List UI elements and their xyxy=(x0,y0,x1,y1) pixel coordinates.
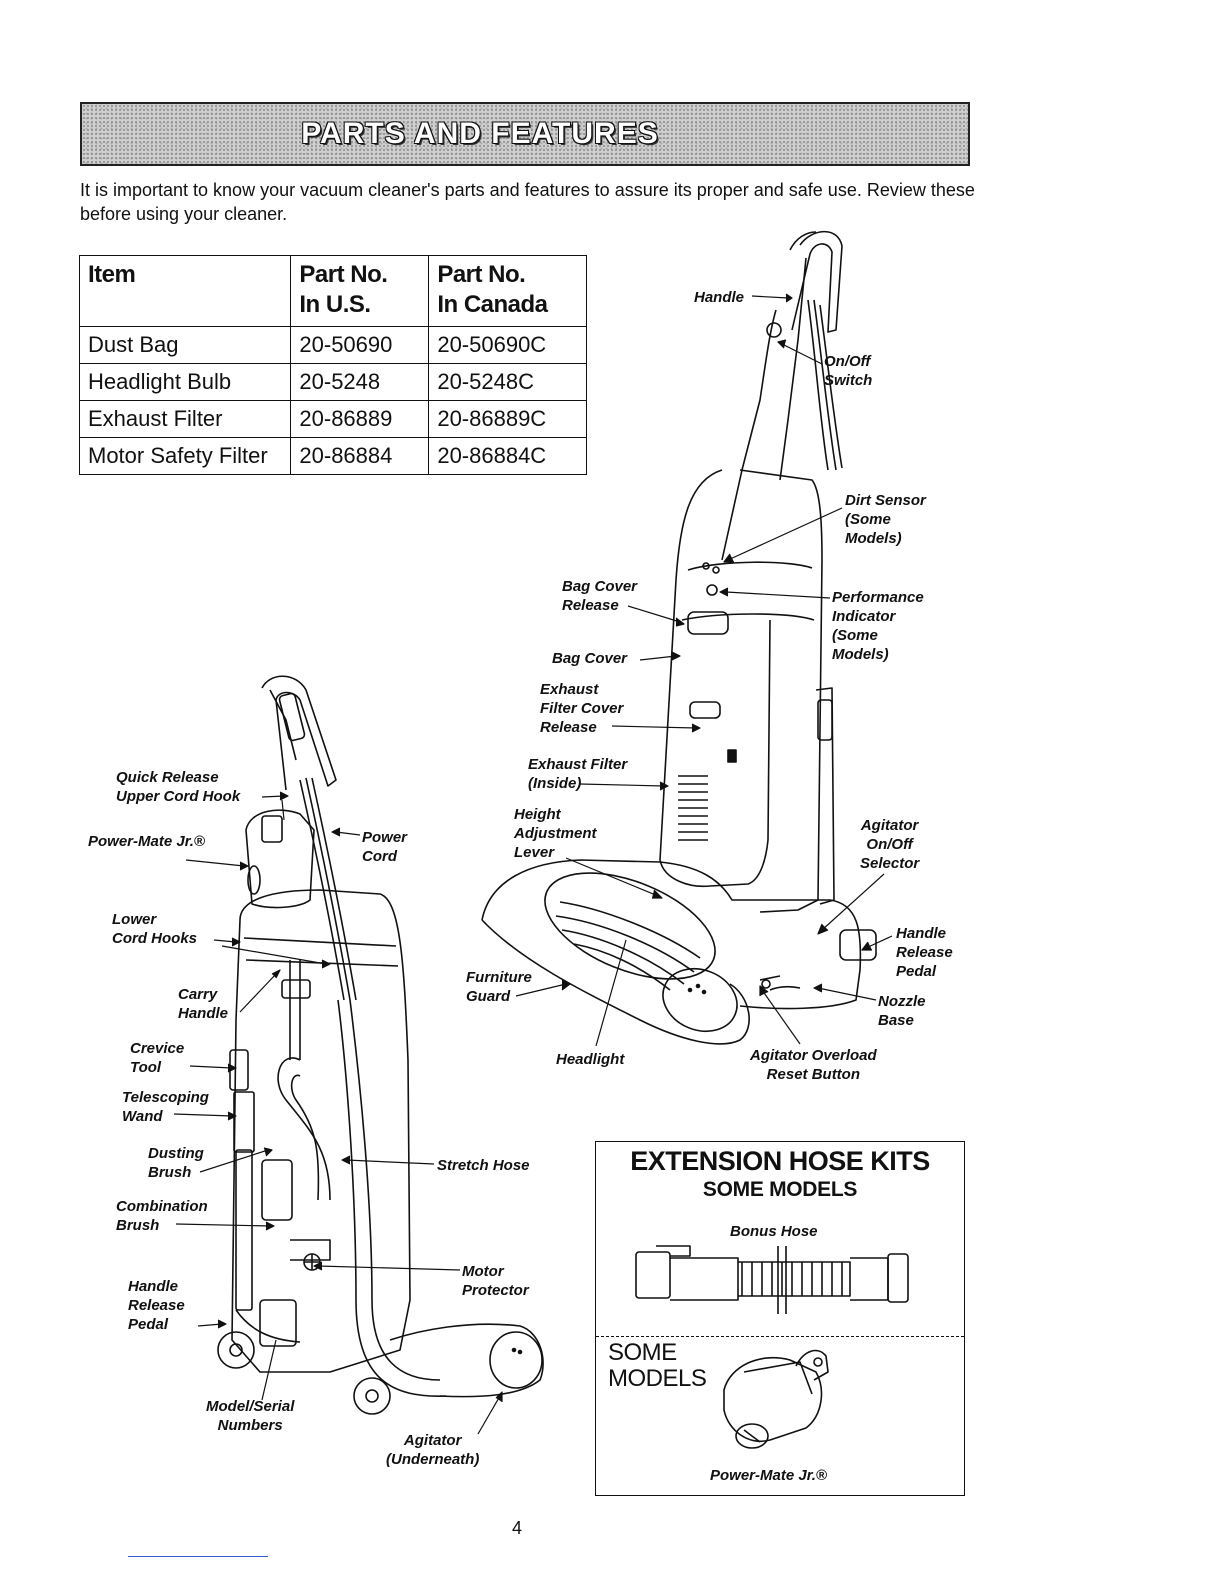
label-furniture-guard: Furniture Guard xyxy=(466,969,532,1005)
table-cell: 20-86884 xyxy=(290,437,430,475)
label-carry-handle: Carry Handle xyxy=(178,986,229,1022)
table-cell: 20-86889C xyxy=(428,400,587,438)
label-agitator-on-off-selector: Agitator On/Off Selector xyxy=(860,817,920,872)
table-cell: Headlight Bulb xyxy=(78,363,292,401)
rear-view-vacuum-illustration xyxy=(217,675,544,1415)
kit-subtitle: SOME MODELS xyxy=(702,1178,858,1201)
table-cell: Motor Safety Filter xyxy=(78,437,292,475)
table-row: Dust Bag 20-50690 20-50690C xyxy=(78,326,587,364)
page-number: 4 xyxy=(512,1518,523,1538)
section-title: PARTS AND FEATURES xyxy=(301,117,659,150)
label-nozzle-base: Nozzle Base xyxy=(878,993,926,1029)
label-stretch-hose: Stretch Hose xyxy=(437,1157,530,1174)
label-agitator-underneath: Agitator (Underneath) xyxy=(386,1432,480,1468)
table-cell: 20-5248 xyxy=(290,363,430,401)
table-cell: Exhaust Filter xyxy=(78,400,292,438)
footer-rule xyxy=(128,1556,268,1557)
label-lower-cord-hooks: Lower Cord Hooks xyxy=(112,911,198,947)
table-cell: 20-50690C xyxy=(428,326,587,364)
label-exhaust-filter: Exhaust Filter (Inside) xyxy=(528,756,628,792)
label-bonus-hose: Bonus Hose xyxy=(730,1223,818,1240)
kit-title: EXTENSION HOSE KITS xyxy=(630,1146,930,1176)
bonus-hose-illustration xyxy=(635,1245,909,1314)
label-bag-cover: Bag Cover xyxy=(552,650,628,667)
label-on-off-switch: On/Off Switch xyxy=(824,353,873,389)
power-mate-jr-kit-illustration xyxy=(723,1349,829,1449)
label-crevice-tool: Crevice Tool xyxy=(130,1040,185,1076)
label-handle: Handle xyxy=(694,289,745,306)
extension-hose-kits-box: EXTENSION HOSE KITS SOME MODELS Bonus Ho… xyxy=(595,1141,965,1496)
label-bag-cover-release: Bag Cover Release xyxy=(562,578,638,614)
label-agitator-overload-reset: Agitator Overload Reset Button xyxy=(750,1047,877,1083)
table-cell: 20-50690 xyxy=(290,326,430,364)
table-header-item: Item xyxy=(78,255,292,327)
label-power-cord: Power Cord xyxy=(362,829,408,865)
table-row: Motor Safety Filter 20-86884 20-86884C xyxy=(78,437,587,475)
label-model-serial-numbers: Model/Serial Numbers xyxy=(206,1398,295,1434)
label-telescoping-wand: Telescoping Wand xyxy=(122,1089,209,1125)
label-dirt-sensor: Dirt Sensor (Some Models) xyxy=(845,492,926,547)
section-banner: PARTS AND FEATURES xyxy=(80,102,970,166)
label-quick-release-hook: Quick Release Upper Cord Hook xyxy=(116,769,241,805)
table-row: Headlight Bulb 20-5248 20-5248C xyxy=(78,363,587,401)
label-handle-release-pedal-left: Handle Release Pedal xyxy=(128,1278,185,1333)
label-handle-release-pedal-right: Handle Release Pedal xyxy=(896,925,953,980)
table-cell: 20-86884C xyxy=(428,437,587,475)
table-cell: 20-5248C xyxy=(428,363,587,401)
label-dusting-brush: Dusting Brush xyxy=(148,1145,204,1181)
kit-divider xyxy=(596,1336,964,1337)
label-motor-protector: Motor Protector xyxy=(462,1263,529,1299)
label-power-mate-jr: Power-Mate Jr.® xyxy=(88,833,205,850)
intro-paragraph: It is important to know your vacuum clea… xyxy=(80,180,975,224)
table-cell: Dust Bag xyxy=(78,326,292,364)
table-header-row: Item Part No. In U.S. Part No. In Canada xyxy=(78,255,587,327)
label-combination-brush: Combination Brush xyxy=(116,1198,208,1234)
label-performance-indicator: Performance Indicator (Some Models) xyxy=(832,589,924,663)
label-power-mate-jr-kit: Power-Mate Jr.® xyxy=(710,1467,827,1484)
label-headlight: Headlight xyxy=(556,1051,625,1068)
kit-some-models: SOME MODELS xyxy=(608,1339,707,1392)
table-header-part-canada: Part No. In Canada xyxy=(428,255,587,327)
label-exhaust-filter-cover-release: Exhaust Filter Cover Release xyxy=(540,681,624,736)
label-height-adjustment-lever: Height Adjustment Lever xyxy=(514,806,597,861)
front-view-callout-lines xyxy=(515,293,893,1047)
rear-view-callout-lines xyxy=(173,791,503,1435)
front-view-vacuum-illustration xyxy=(481,230,877,1045)
parts-table: Item Part No. In U.S. Part No. In Canada… xyxy=(78,255,587,475)
